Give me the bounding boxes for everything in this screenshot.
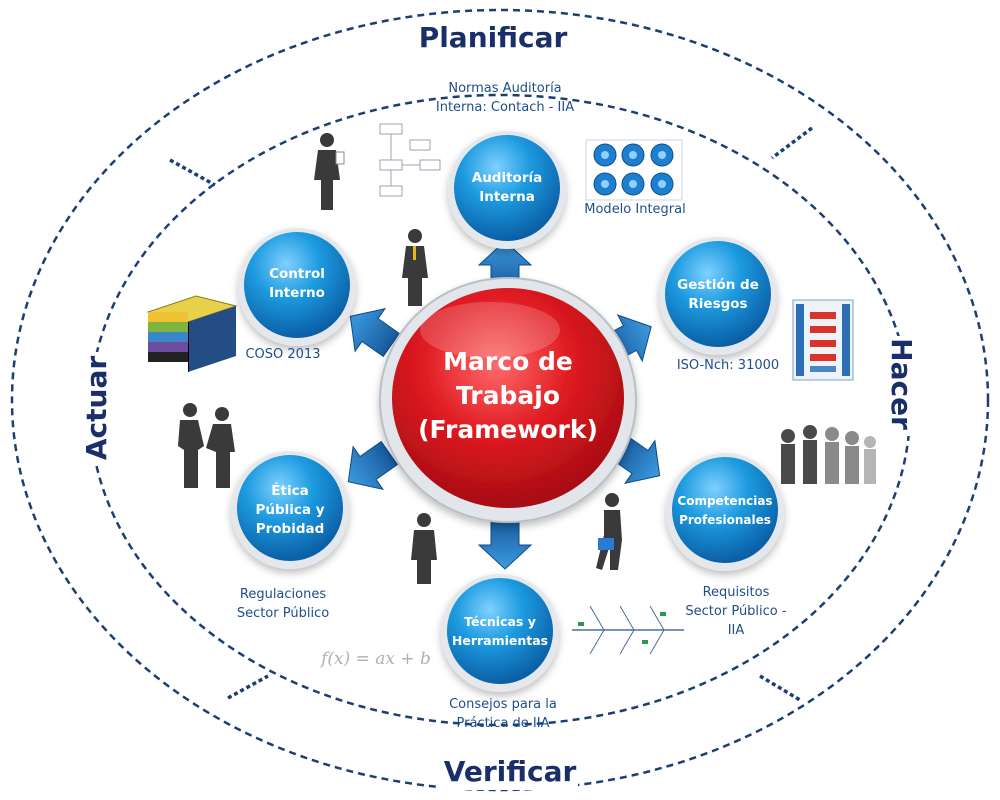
- arrow-down-left: [347, 440, 399, 491]
- arrow-up-left: [349, 307, 401, 358]
- node-etica-line-2: Pública y: [255, 502, 324, 518]
- team-illustration: [781, 425, 876, 484]
- phase-bottom-bg: [438, 752, 578, 790]
- caption-regulaciones-line-1: Regulaciones: [240, 587, 326, 602]
- phase-top-label: Planificar: [419, 21, 568, 54]
- phase-top-bg: [418, 18, 568, 56]
- center-node: [379, 277, 637, 523]
- ring-connectors: [169, 126, 814, 702]
- people-illustrations: [178, 133, 622, 584]
- caption-modelo: Modelo Integral: [584, 202, 685, 217]
- node-auditoria: Auditoría Interna: [448, 131, 566, 249]
- caption-coso: COSO 2013: [245, 347, 320, 362]
- caption-consejos-line-1: Consejos para la: [449, 697, 557, 712]
- node-competencias-line-2: Profesionales: [679, 513, 771, 527]
- node-control-line-1: Control: [269, 266, 325, 282]
- node-tecnicas-line-2: Herramientas: [452, 633, 548, 648]
- node-auditoria-line-2: Interna: [479, 189, 535, 205]
- node-etica: Ética Pública y Probidad: [231, 451, 349, 569]
- node-etica-line-1: Ética: [271, 482, 308, 499]
- node-competencias-line-1: Competencias: [677, 494, 772, 508]
- phase-right-label: Hacer: [885, 338, 918, 430]
- caption-regulaciones-line-2: Sector Público: [237, 606, 329, 621]
- phase-right-bg: [882, 336, 922, 436]
- caption-consejos-line-2: Práctica de IIA: [457, 716, 550, 731]
- center-line-3: (Framework): [418, 415, 598, 444]
- phase-bottom-label: Verificar: [444, 755, 577, 788]
- caption-normas-line-1: Normas Auditoría: [448, 81, 561, 96]
- coso-cube-illustration: [146, 295, 238, 372]
- center-line-2: Trabajo: [456, 381, 560, 410]
- caption-requisitos-line-1: Requisitos: [703, 585, 770, 600]
- node-riesgos: Gestión de Riesgos: [659, 237, 777, 355]
- caption-normas-line-2: Interna: Contach - IIA: [436, 100, 574, 115]
- node-riesgos-line-2: Riesgos: [688, 296, 747, 312]
- formula-text: f(x) = ax + b: [319, 649, 431, 669]
- arrow-down: [477, 518, 533, 570]
- flowchart-illustration: [379, 123, 441, 197]
- node-tecnicas: Técnicas y Herramientas: [441, 574, 559, 692]
- node-auditoria-line-1: Auditoría: [472, 170, 542, 186]
- modelo-integral-illustration: [585, 139, 683, 201]
- node-tecnicas-line-1: Técnicas y: [464, 614, 536, 629]
- node-control-line-2: Interno: [269, 285, 325, 301]
- node-control: Control Interno: [238, 228, 356, 346]
- node-riesgos-line-1: Gestión de: [677, 277, 759, 293]
- phase-left-label: Actuar: [80, 356, 113, 460]
- fishbone-illustration: [572, 605, 684, 655]
- node-etica-line-3: Probidad: [256, 521, 325, 537]
- caption-requisitos-line-2: Sector Público -: [685, 604, 786, 619]
- outer-ring: [10, 8, 990, 792]
- phase-left-bg: [76, 352, 116, 462]
- node-competencias: Competencias Profesionales: [666, 453, 784, 571]
- caption-iso: ISO-Nch: 31000: [677, 358, 779, 373]
- center-line-1: Marco de: [443, 347, 573, 376]
- caption-requisitos-line-3: IIA: [728, 623, 745, 638]
- iso-process-illustration: [792, 299, 854, 381]
